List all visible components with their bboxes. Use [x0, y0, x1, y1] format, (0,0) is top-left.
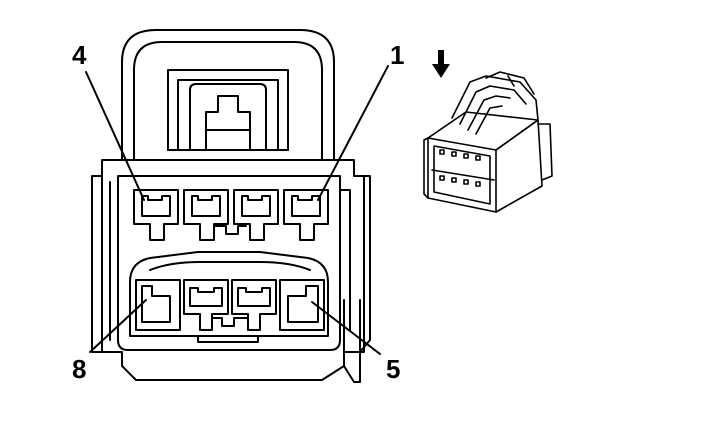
arrow-down-icon [432, 50, 450, 78]
side-flap [343, 299, 361, 383]
pin-cavity [133, 189, 179, 241]
pin-cavity [183, 279, 229, 331]
pin-cavity [233, 189, 279, 241]
leader-lines [85, 65, 389, 355]
pin-cavity [279, 279, 325, 331]
bottom-row-cavities [135, 279, 325, 343]
latch-hood [121, 29, 335, 161]
latch-arm [167, 69, 289, 151]
latch-tongue [205, 95, 251, 151]
pin-label-1: 1 [390, 40, 404, 70]
leader-line-8 [89, 299, 147, 353]
leader-line-5 [311, 301, 381, 355]
pin-holes [439, 149, 481, 187]
latch-hood-inner [133, 41, 323, 161]
centre-key [213, 225, 247, 235]
bottom-row-shroud [129, 251, 329, 337]
pin-label-5: 5 [386, 354, 400, 384]
pin-cavity [283, 189, 329, 241]
pin-cavity [183, 189, 229, 241]
pin-cavity [135, 279, 181, 331]
leader-line-4 [85, 71, 145, 201]
connector-3d-view-icon [423, 71, 553, 213]
pin-cavity [231, 279, 277, 331]
connector-front-view [91, 29, 371, 383]
housing-inner [117, 175, 341, 351]
top-row-cavities [133, 189, 329, 241]
pin-label-8: 8 [72, 354, 86, 384]
leader-line-1 [317, 65, 389, 201]
pin-label-4: 4 [72, 40, 87, 70]
